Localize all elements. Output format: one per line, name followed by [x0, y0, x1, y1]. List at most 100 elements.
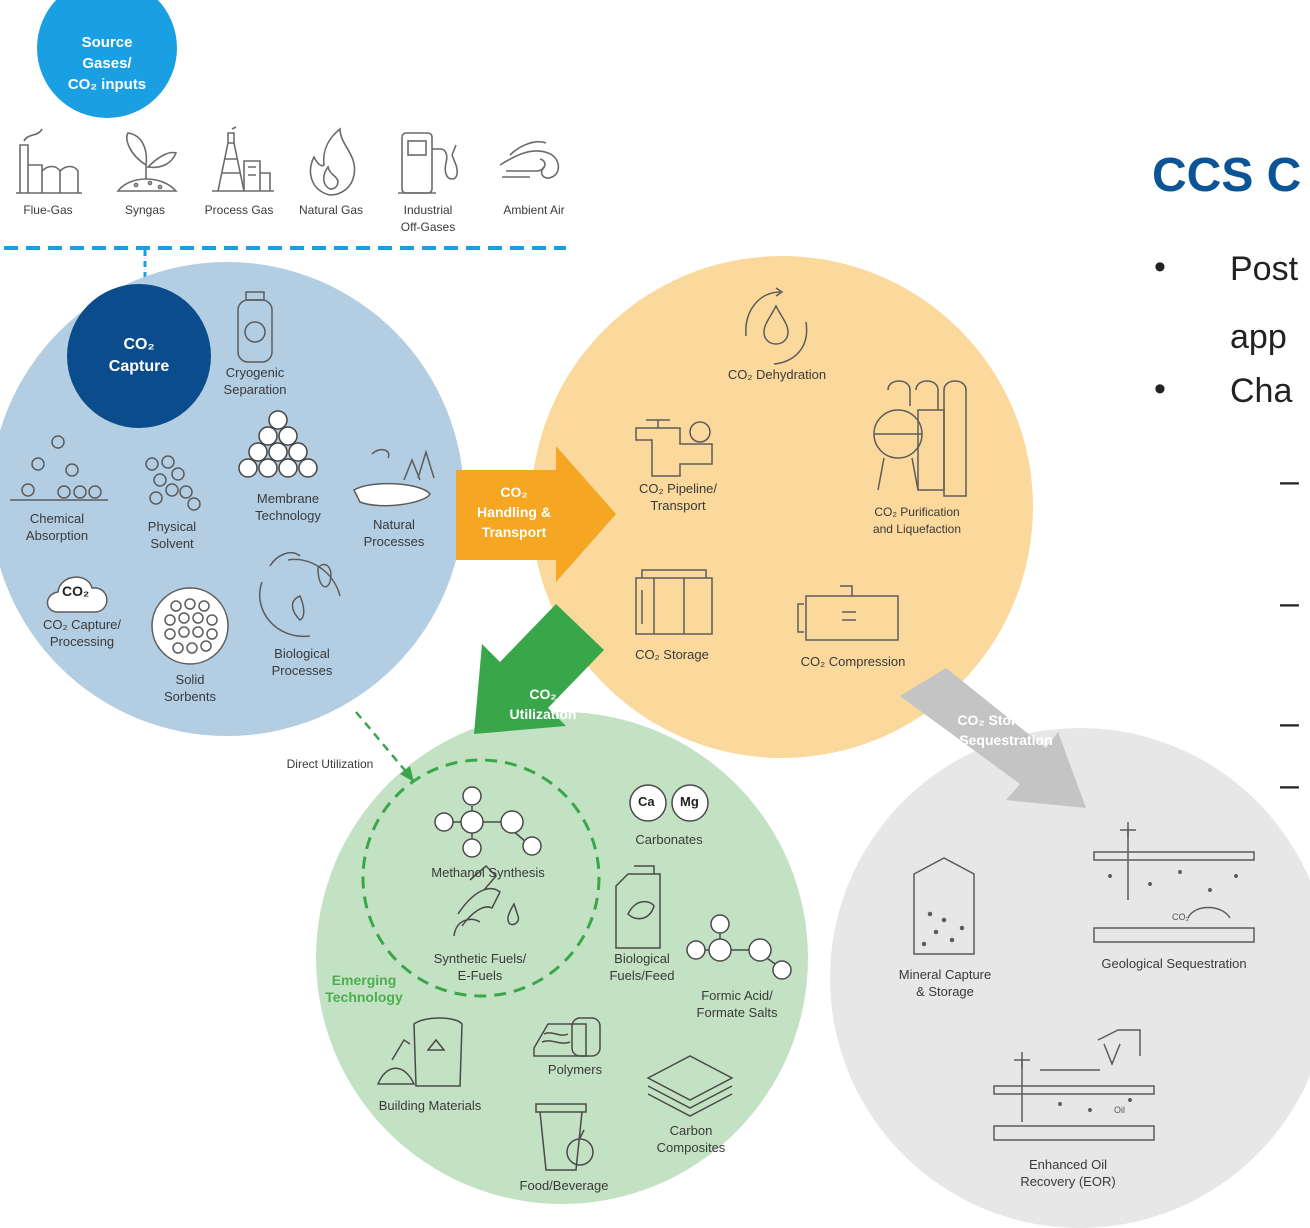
geological-sequestration-icon [1093, 822, 1255, 943]
source-label-industrial: Industrial Off-Gases [400, 203, 456, 234]
physical-solvent-icon [145, 455, 201, 511]
direct-utilization-label: Direct Utilization [286, 757, 374, 771]
compression-label: CO₂ Compression [800, 654, 906, 669]
handling-arrow-label: CO₂ Handling & Transport [477, 484, 551, 540]
purification-label: CO₂ Purification and Liquefaction [872, 505, 962, 536]
carbon-composites-label: Carbon Composites [656, 1123, 726, 1155]
biofuels-label: Biological Fuels/Feed [609, 951, 675, 983]
cryogenic-tank-icon [237, 291, 273, 363]
atom-mg: Mg [680, 794, 699, 809]
food-beverage-icon [535, 1103, 594, 1171]
membrane-label: Membrane Technology [255, 491, 321, 523]
sub-dash-2: – [1280, 584, 1299, 622]
natural-processes-label: Natural Processes [363, 517, 425, 549]
source-title-line3: CO₂ inputs [67, 75, 147, 93]
carbonates-icon [629, 784, 709, 822]
storage-arrow-label: CO₂ Storage & Sequestration [957, 712, 1055, 748]
source-label-flue-gas: Flue-Gas [23, 203, 73, 217]
flow-arrows [355, 446, 1086, 998]
solid-sorbents-label: Solid Sorbents [163, 672, 217, 704]
source-title-line1: Source [81, 33, 133, 51]
factory-icon [16, 128, 82, 194]
source-title-line2: Gases/ [82, 54, 132, 72]
biological-processes-label: Biological Processes [271, 646, 333, 678]
polymers-icon [533, 1017, 601, 1057]
mineral-silo-icon [913, 857, 975, 955]
eor-label: Enhanced Oil Recovery (EOR) [1020, 1157, 1116, 1189]
biofuel-can-icon [615, 865, 661, 949]
compression-icon [797, 585, 899, 641]
cryogenic-label: Cryogenic Separation [223, 365, 287, 397]
storage-tanks-icon [635, 569, 713, 635]
handling-arrow [456, 446, 616, 582]
emerging-technology-ring [361, 758, 601, 998]
chemical-absorption-icon [10, 435, 108, 501]
storage-circle [830, 728, 1310, 1228]
fuel-pump-icon [398, 132, 458, 194]
utilization-arrow-label: CO₂ Utilization [509, 686, 577, 722]
bullet-dot-2: • [1154, 370, 1166, 408]
physical-solvent-label: Physical Solvent [147, 519, 197, 551]
co2-cloud-text: CO₂ [62, 583, 90, 599]
storage-icons [913, 822, 1255, 1141]
pipeline-icon [635, 419, 713, 477]
capture-icons [10, 291, 435, 665]
slide-title: CCS C [1152, 149, 1302, 202]
eor-oil-label: Oil [1114, 1105, 1125, 1115]
mineral-capture-label: Mineral Capture & Storage [898, 967, 992, 999]
sub-dash-4: – [1280, 766, 1299, 804]
formic-acid-molecule-icon [686, 914, 792, 980]
source-label-natural-gas: Natural Gas [298, 203, 364, 217]
polymers-label: Polymers [547, 1062, 603, 1077]
synthetic-fuels-label: Synthetic Fuels/ E-Fuels [433, 951, 527, 983]
carbon-composites-icon [646, 1055, 734, 1117]
purification-icon [873, 380, 967, 497]
co2-cloud-icon [46, 576, 108, 613]
geo-co2-label: CO₂ [1172, 912, 1189, 922]
methanol-molecule-icon [434, 786, 542, 858]
source-label-ambient-air: Ambient Air [503, 203, 565, 217]
handling-icons [635, 287, 967, 641]
food-beverage-label: Food/Beverage [519, 1178, 609, 1193]
source-label-syngas: Syngas [124, 203, 166, 217]
chemical-absorption-label: Chemical Absorption [25, 511, 89, 543]
building-materials-icon [376, 1017, 463, 1087]
sub-dash-3: – [1280, 704, 1299, 742]
utilization-arrow [474, 604, 604, 734]
methanol-label: Methanol Synthesis [431, 865, 545, 880]
carbonates-label: Carbonates [635, 832, 703, 847]
capture-badge: CO₂ Capture [67, 284, 211, 428]
natural-processes-icon [353, 448, 435, 507]
biological-cycle-icon [259, 552, 341, 638]
membrane-icon [238, 410, 318, 478]
dehydration-icon [745, 287, 808, 365]
flame-icon [309, 127, 356, 196]
plant-icon [116, 132, 178, 192]
bullet-text-1: Post [1230, 250, 1299, 288]
storage-arrow [900, 668, 1086, 808]
formic-acid-label: Formic Acid/ Formate Salts [696, 988, 778, 1020]
solid-sorbents-icon [151, 587, 229, 665]
dehydration-label: CO₂ Dehydration [727, 367, 827, 382]
capture-title-line2: Capture [108, 358, 170, 375]
building-materials-label: Building Materials [378, 1098, 482, 1113]
storage-label: CO₂ Storage [635, 647, 709, 662]
fuel-nozzle-icon [453, 864, 520, 937]
source-label-process-gas: Process Gas [204, 203, 274, 217]
co2-capture-processing-label: CO₂ Capture/ Processing [42, 617, 122, 649]
bullet-dot-1: • [1154, 248, 1166, 286]
refinery-icon [212, 126, 274, 192]
geological-sequestration-label: Geological Sequestration [1101, 956, 1247, 971]
eor-icon [993, 1029, 1155, 1141]
emerging-technology-label: Emerging Technology [325, 972, 403, 1005]
utilization-icons [376, 784, 792, 1171]
capture-title-line1: CO₂ [123, 336, 155, 353]
source-icons-row [16, 126, 560, 196]
bullet-text-1b: app [1230, 318, 1287, 356]
pipeline-label: CO₂ Pipeline/ Transport [638, 481, 718, 513]
wind-icon [499, 140, 560, 179]
source-gases-bubble: Source Gases/ CO₂ inputs [37, 0, 177, 118]
sub-dash-1: – [1280, 462, 1299, 500]
bullet-text-2: Cha [1230, 372, 1293, 410]
atom-ca: Ca [638, 794, 655, 809]
